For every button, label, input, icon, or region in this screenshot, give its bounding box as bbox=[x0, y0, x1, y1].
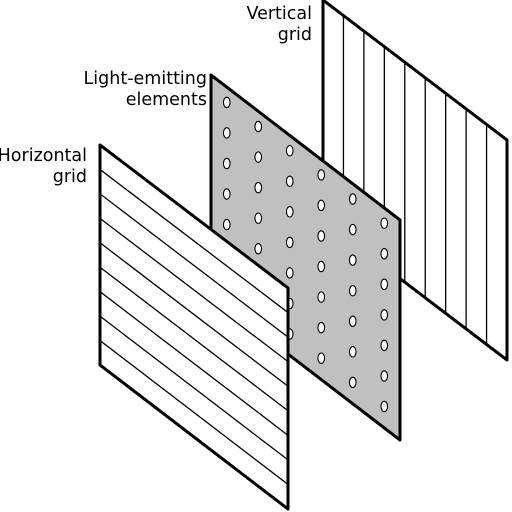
light-emitting-element bbox=[222, 188, 231, 200]
horizontal-grid-line bbox=[99, 340, 289, 485]
light-emitting-element bbox=[348, 254, 357, 266]
light-emitting-element bbox=[222, 127, 231, 139]
light-emitting-element bbox=[285, 175, 294, 188]
light-emitting-element bbox=[317, 230, 326, 242]
vertical-grid-label-line-2: grid bbox=[277, 25, 312, 45]
light-emitting-element bbox=[317, 169, 326, 181]
light-emitting-element bbox=[285, 144, 294, 157]
light-emitting-element bbox=[254, 120, 263, 133]
light-emitting-element bbox=[222, 96, 231, 109]
horizontal-grid-line bbox=[99, 217, 289, 363]
horizontal-grid-label-line-1: Horizontal bbox=[0, 146, 87, 166]
light-emitting-element bbox=[380, 217, 389, 229]
horizontal-grid-line bbox=[99, 242, 289, 387]
light-emitting-element bbox=[285, 267, 294, 279]
light-emitting-element bbox=[348, 284, 357, 297]
light-emitting-label-line-1: Light-emitting bbox=[83, 69, 207, 89]
light-emitting-element bbox=[380, 400, 389, 413]
light-emitting-element bbox=[380, 248, 389, 260]
vertical-grid-label-line-1: Vertical bbox=[246, 4, 312, 24]
horizontal-grid-panel bbox=[98, 143, 290, 511]
light-emitting-element bbox=[317, 352, 326, 364]
horizontal-grid-label: Horizontal grid bbox=[0, 146, 87, 188]
horizontal-grid-line bbox=[99, 315, 289, 461]
light-emitting-element bbox=[348, 315, 357, 327]
light-emitting-element bbox=[317, 321, 326, 334]
light-emitting-element bbox=[222, 218, 231, 231]
light-emitting-label-line-2: elements bbox=[125, 90, 207, 110]
light-emitting-element bbox=[317, 260, 326, 273]
light-emitting-element bbox=[254, 243, 263, 255]
light-emitting-elements-panel bbox=[209, 73, 402, 442]
light-emitting-element bbox=[380, 278, 389, 291]
horizontal-grid-line bbox=[99, 168, 289, 314]
vertical-grid-label: Vertical grid bbox=[246, 4, 312, 46]
light-emitting-element bbox=[285, 236, 294, 249]
vertical-grid-panel bbox=[321, 0, 509, 362]
light-emitting-element bbox=[254, 212, 263, 224]
light-emitting-element bbox=[222, 157, 231, 170]
light-emitting-element bbox=[317, 291, 326, 303]
light-emitting-element bbox=[254, 181, 263, 194]
horizontal-grid-line bbox=[99, 266, 289, 412]
horizontal-grid-line bbox=[99, 291, 289, 436]
light-emitting-element bbox=[254, 151, 263, 163]
horizontal-grid-label-line-2: grid bbox=[52, 167, 87, 187]
light-emitting-element bbox=[348, 376, 357, 389]
horizontal-grid-line bbox=[99, 193, 289, 338]
light-emitting-element bbox=[380, 309, 389, 321]
light-emitting-element bbox=[285, 206, 294, 218]
light-emitting-element bbox=[348, 223, 357, 236]
light-emitting-elements-label: Light-emitting elements bbox=[84, 69, 207, 111]
light-emitting-element bbox=[380, 339, 389, 352]
light-emitting-element bbox=[348, 193, 357, 205]
light-emitting-element bbox=[317, 199, 326, 212]
light-emitting-element bbox=[348, 346, 357, 358]
light-emitting-element bbox=[380, 370, 389, 382]
